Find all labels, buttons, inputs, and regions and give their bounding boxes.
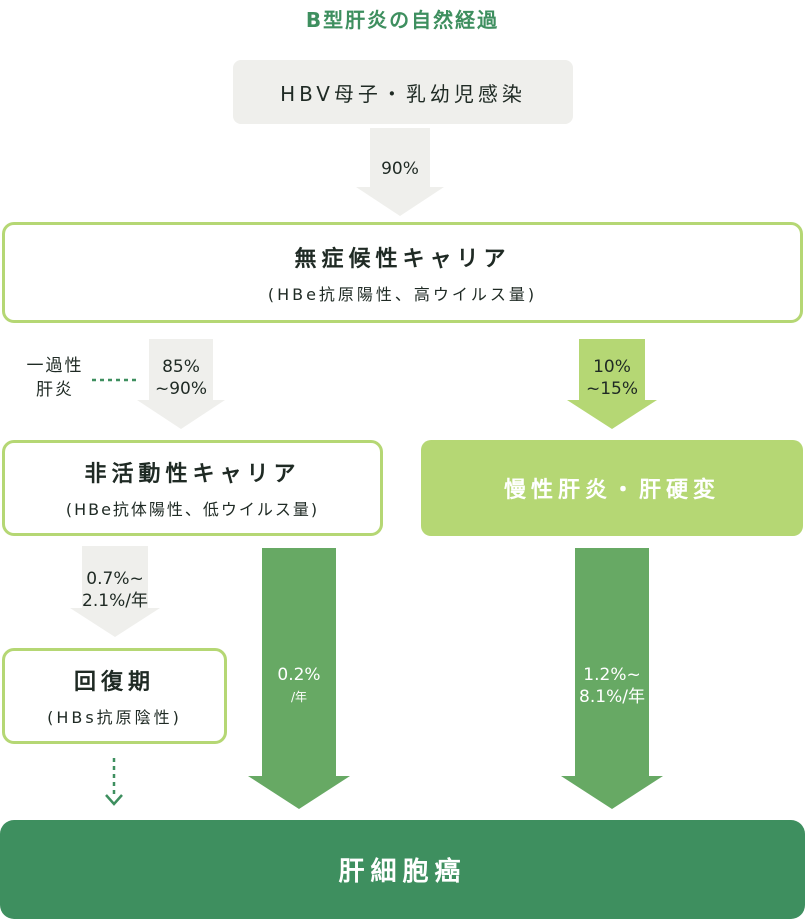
- diagram-title: B型肝炎の自然経過: [305, 8, 500, 32]
- node-inactive-carrier-subtitle: (HBe抗体陽性、低ウイルス量): [65, 500, 320, 519]
- node-asymptomatic-carrier-subtitle: (HBe抗原陽性、高ウイルス量): [267, 284, 538, 304]
- node-recovery-subtitle: (HBs抗原陰性): [47, 708, 182, 727]
- node-inactive-carrier: 非活動性キャリア (HBe抗体陽性、低ウイルス量): [2, 440, 383, 536]
- recovery-dotted-arrowhead: [105, 794, 123, 806]
- node-chronic-hepatitis-label: 慢性肝炎・肝硬変: [503, 478, 720, 503]
- arrow-inactive-to-recovery-label: 0.7%~ 2.1%/年: [82, 569, 148, 611]
- arrow-carrier-to-inactive: [137, 339, 225, 429]
- node-asymptomatic-carrier: 無症候性キャリア (HBe抗原陽性、高ウイルス量): [2, 222, 803, 323]
- arrow-carrier-to-inactive-label: 85% ~90%: [154, 357, 208, 399]
- node-hepatocellular-carcinoma-label: 肝細胞癌: [338, 857, 467, 887]
- arrow-infection-to-carrier: [356, 128, 444, 216]
- arrow-inactive-to-hcc: [248, 548, 350, 809]
- node-chronic-hepatitis: 慢性肝炎・肝硬変: [421, 440, 803, 536]
- note-transient-hepatitis: 一過性 肝炎: [26, 356, 84, 400]
- node-inactive-carrier-title: 非活動性キャリア: [84, 462, 301, 487]
- node-asymptomatic-carrier-title: 無症候性キャリア: [294, 246, 511, 272]
- arrow-chronic-to-hcc-label: 1.2%~ 8.1%/年: [579, 665, 645, 707]
- node-recovery: 回復期 (HBs抗原陰性): [2, 648, 227, 744]
- arrow-infection-to-carrier-label: 90%: [381, 159, 419, 179]
- arrow-inactive-to-hcc-label: 0.2% /年: [277, 665, 321, 704]
- arrow-chronic-to-hcc: [561, 548, 663, 809]
- node-infection-label: HBV母子・乳幼児感染: [280, 81, 526, 106]
- arrow-carrier-to-chronic: [567, 339, 657, 429]
- arrow-carrier-to-chronic-label: 10% ~15%: [585, 357, 639, 399]
- node-hepatocellular-carcinoma: 肝細胞癌: [0, 820, 805, 919]
- arrow-inactive-to-recovery: [70, 546, 160, 637]
- node-recovery-title: 回復期: [73, 670, 155, 695]
- node-infection: HBV母子・乳幼児感染: [233, 60, 573, 124]
